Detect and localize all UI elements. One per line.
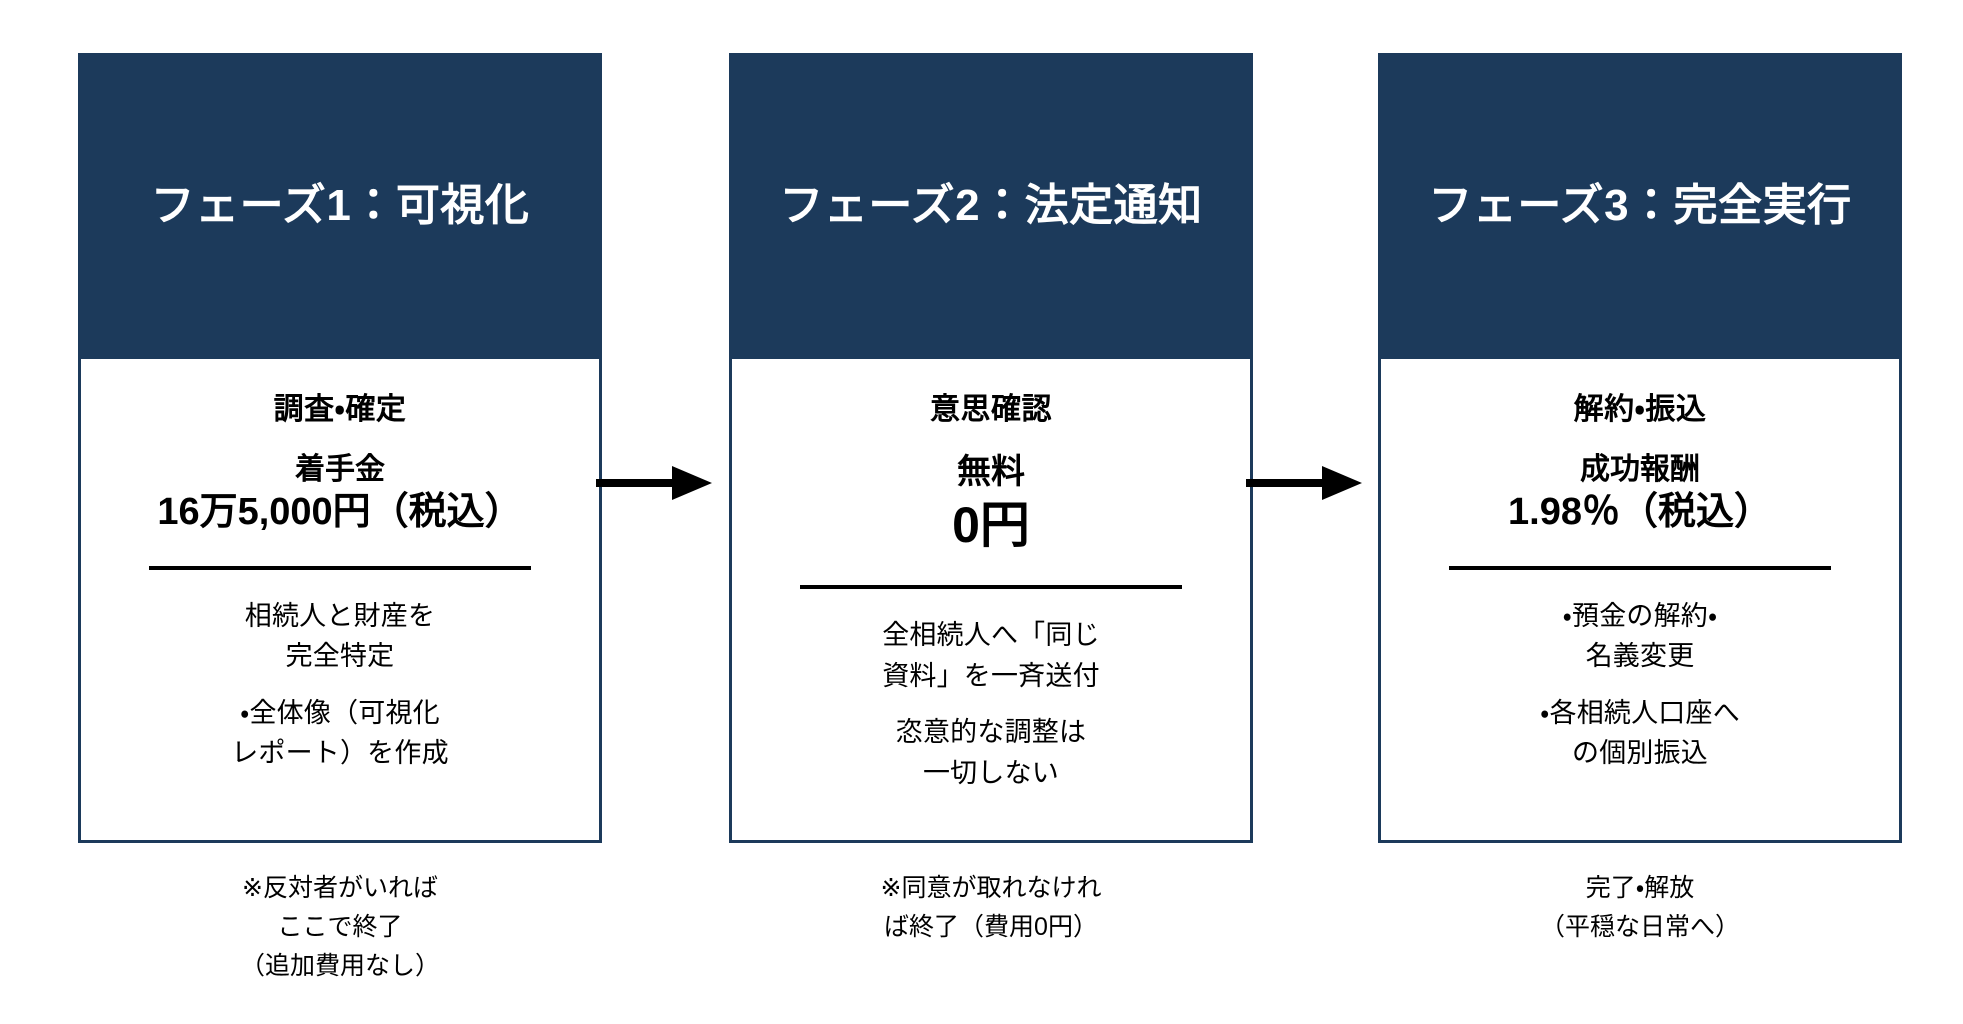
phase-title-2: フェーズ2：法定通知: [779, 180, 1203, 230]
phase-heading-1: 調査・確定: [273, 393, 407, 426]
footnote-line: ※反対者がいれば: [242, 874, 438, 902]
arrow-right-icon: [1246, 466, 1362, 500]
detail-line: 一切しない: [922, 757, 1059, 788]
arrow-right-icon: [596, 466, 712, 500]
fee-label-2: 無料: [957, 452, 1025, 491]
phase-card-body-1: 調査・確定 着手金 16万5,000円（税込） 相続人と財産を 完全特定 ・全体…: [78, 359, 602, 843]
fee-label-1: 着手金: [295, 452, 385, 486]
footnote-line: ※同意が取れなけれ: [880, 874, 1102, 902]
phase-details-3: ・預金の解約・ 名義変更 ・各相続人口座へ の個別振込: [1540, 596, 1740, 774]
phase-card-2: フェーズ2：法定通知 意思確認 無料 0円 全相続人へ「同じ 資料」を一斉送付 …: [729, 53, 1253, 843]
phase-details-1: 相続人と財産を 完全特定 ・全体像（可視化 レポート）を作成: [231, 596, 449, 774]
phase-footnote-2: ※同意が取れなけれ ば終了（費用0円）: [729, 869, 1253, 947]
detail-line: ・各相続人口座へ: [1540, 697, 1740, 728]
phase-column-2: フェーズ2：法定通知 意思確認 無料 0円 全相続人へ「同じ 資料」を一斉送付 …: [729, 53, 1253, 947]
phase-card-header-2: フェーズ2：法定通知: [729, 53, 1253, 359]
phase-card-header-1: フェーズ1：可視化: [78, 53, 602, 359]
footnote-line: ば終了（費用0円）: [884, 913, 1098, 941]
detail-line: 資料」を一斉送付: [882, 660, 1100, 691]
detail-line: 名義変更: [1585, 641, 1695, 672]
detail-line: 全相続人へ「同じ: [882, 620, 1100, 650]
phase-card-1: フェーズ1：可視化 調査・確定 着手金 16万5,000円（税込） 相続人と財産…: [78, 53, 602, 843]
phase-heading-3: 解約・振込: [1573, 393, 1707, 426]
phase-column-3: フェーズ3：完全実行 解約・振込 成功報酬 1.98％（税込） ・預金の解約・ …: [1378, 53, 1902, 947]
footnote-line: ここで終了: [277, 913, 403, 941]
phase-details-2: 全相続人へ「同じ 資料」を一斉送付 恣意的な調整は 一切しない: [882, 615, 1100, 793]
fee-label-3: 成功報酬: [1580, 452, 1700, 486]
phase-footnote-3: 完了・解放 （平穏な日常へ）: [1378, 869, 1902, 947]
detail-line: 恣意的な調整は: [895, 717, 1087, 747]
phase-footnote-1: ※反対者がいれば ここで終了 （追加費用なし）: [78, 869, 602, 986]
phase-card-3: フェーズ3：完全実行 解約・振込 成功報酬 1.98％（税込） ・預金の解約・ …: [1378, 53, 1902, 843]
fee-amount-2: 0円: [952, 497, 1030, 553]
detail-line: ・全体像（可視化: [240, 697, 440, 728]
footnote-line: （平穏な日常へ）: [1539, 913, 1740, 941]
phase-card-body-2: 意思確認 無料 0円 全相続人へ「同じ 資料」を一斉送付 恣意的な調整は 一切し…: [729, 359, 1253, 843]
phase-heading-2: 意思確認: [930, 393, 1052, 426]
fee-amount-1: 16万5,000円（税込）: [157, 491, 523, 533]
card-divider-3: [1449, 565, 1831, 570]
detail-line: 相続人と財産を: [244, 600, 436, 631]
card-divider-1: [149, 565, 531, 570]
phase-column-1: フェーズ1：可視化 調査・確定 着手金 16万5,000円（税込） 相続人と財産…: [78, 53, 602, 986]
detail-line: ・預金の解約・: [1562, 600, 1718, 631]
detail-line: 完全特定: [285, 641, 395, 672]
fee-amount-3: 1.98％（税込）: [1508, 491, 1772, 533]
detail-line: レポート）を作成: [231, 738, 449, 769]
footnote-line: 完了・解放: [1585, 874, 1695, 902]
phase-title-1: フェーズ1：可視化: [150, 180, 530, 230]
detail-line: の個別振込: [1572, 738, 1708, 769]
phase-card-header-3: フェーズ3：完全実行: [1378, 53, 1902, 359]
card-divider-2: [800, 585, 1182, 589]
phase-title-3: フェーズ3：完全実行: [1428, 180, 1852, 230]
footnote-line: （追加費用なし）: [239, 952, 440, 980]
phase-card-body-3: 解約・振込 成功報酬 1.98％（税込） ・預金の解約・ 名義変更 ・各相続人口…: [1378, 359, 1902, 843]
